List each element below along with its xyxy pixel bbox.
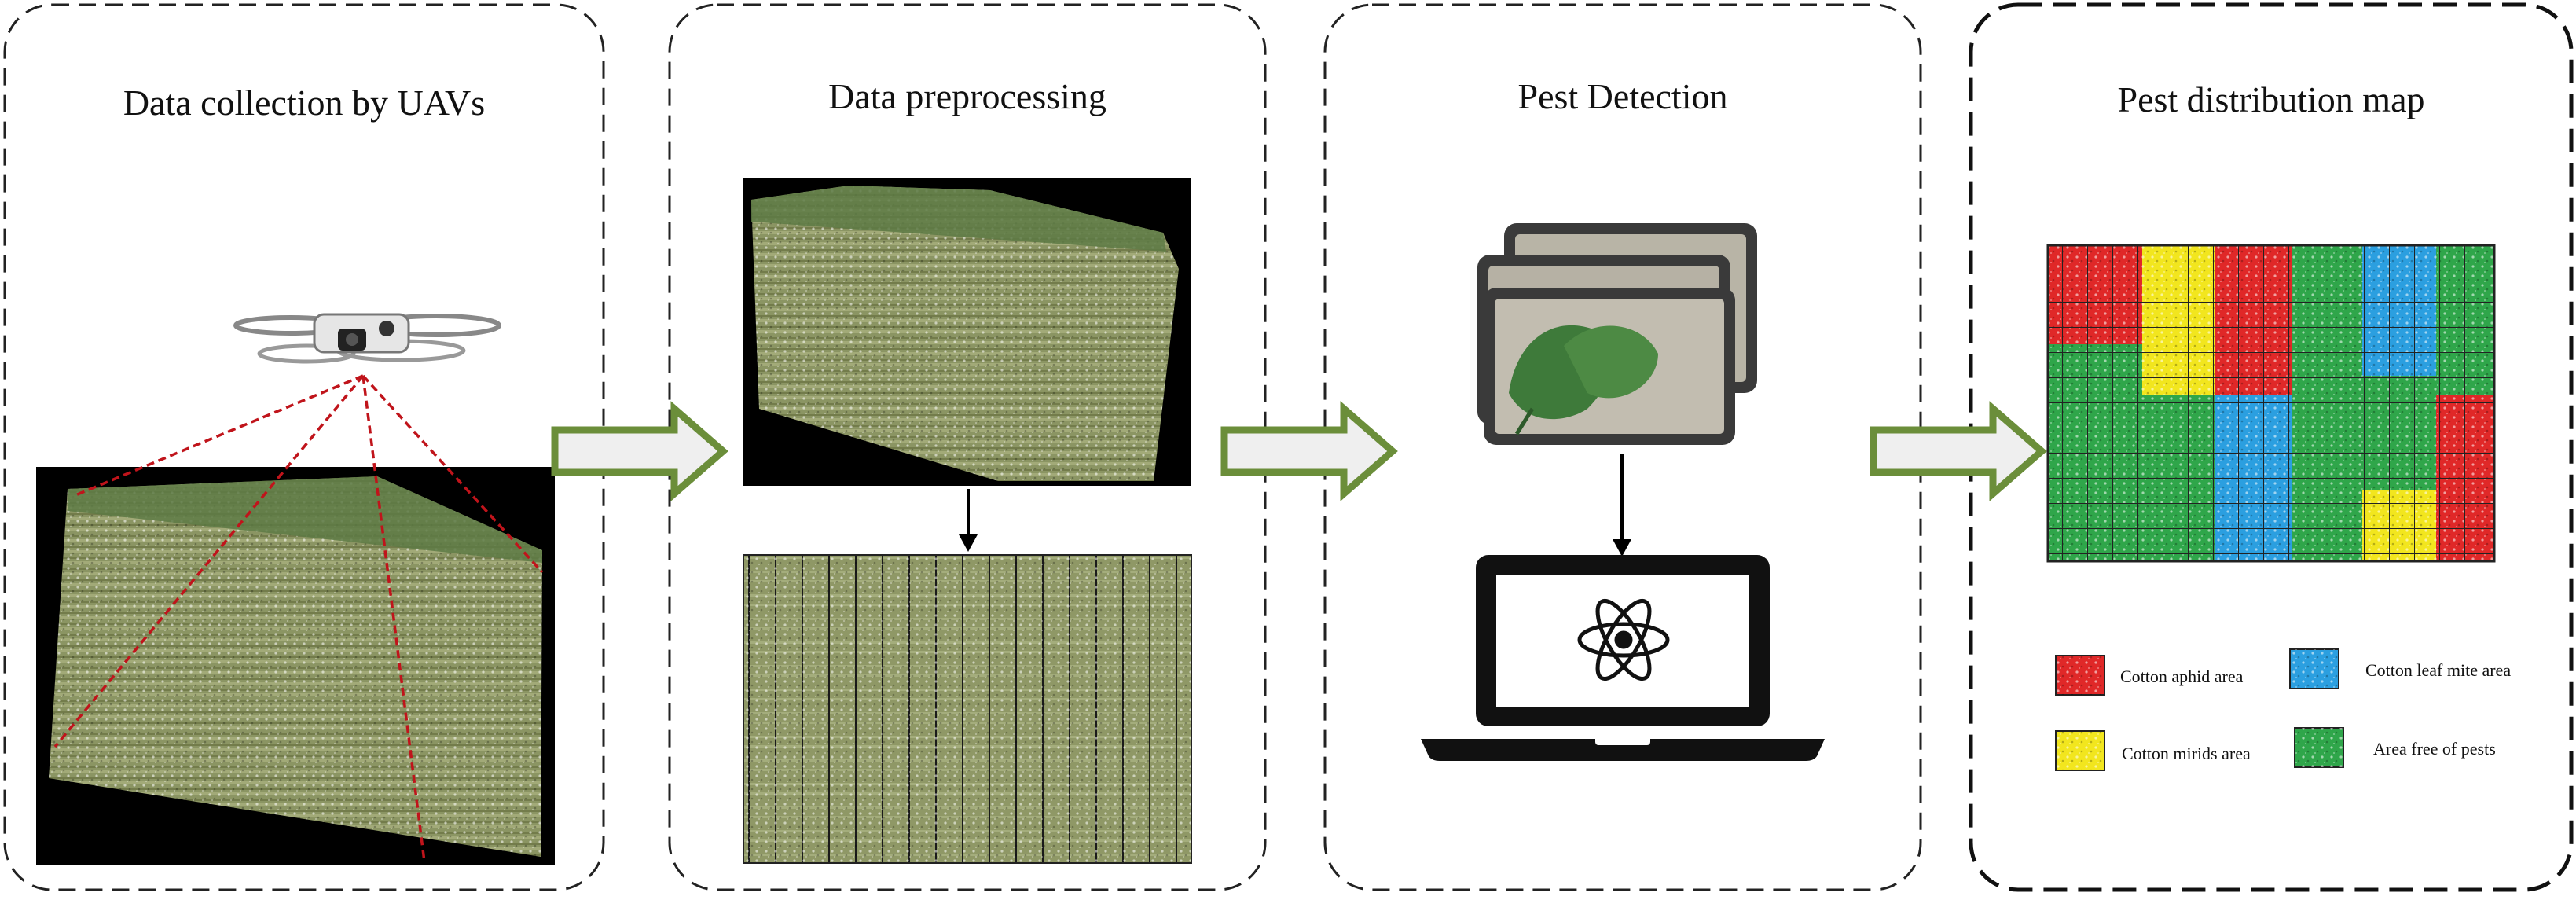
legend-label-leaf-mite: Cotton leaf mite area: [2365, 660, 2512, 680]
uav-field-image: [36, 467, 555, 865]
pest-distribution-map: [2046, 244, 2496, 563]
flow-arrow-1: [551, 401, 728, 501]
panel-4-frame: [1969, 2, 2574, 892]
legend-swatch-pest-free-texture: [2295, 728, 2343, 767]
legend-swatch-mirids-texture: [2056, 731, 2104, 770]
legend-label-aphid: Cotton aphid area: [2120, 667, 2244, 686]
down-arrow-preprocess: [959, 489, 978, 552]
flow-arrow-3: [1870, 401, 2047, 501]
camera-rays: [53, 374, 544, 862]
gridded-field-image: [743, 554, 1192, 864]
legend-label-pest-free: Area free of pests: [2373, 739, 2496, 759]
panel-title-data-preprocessing: Data preprocessing: [828, 76, 1106, 116]
legend-swatch-aphid-texture: [2056, 656, 2104, 695]
down-arrow-detect: [1613, 454, 1631, 557]
legend-swatches: [2055, 648, 2344, 771]
stitched-field-image: [743, 178, 1191, 486]
laptop-icon: [1421, 555, 1825, 761]
drone-icon: [233, 313, 501, 364]
legend-swatch-leaf-mite-texture: [2290, 649, 2339, 689]
legend-label-mirids: Cotton mirids area: [2122, 744, 2251, 763]
panel-title-pest-distribution-map: Pest distribution map: [2117, 79, 2425, 119]
flow-arrow-2: [1220, 401, 1398, 501]
atom-icon: [1577, 598, 1670, 681]
panel-title-pest-detection: Pest Detection: [1517, 76, 1728, 116]
panel-title-data-collection: Data collection by UAVs: [123, 83, 486, 123]
leaf-image-stack: [1477, 223, 1757, 445]
